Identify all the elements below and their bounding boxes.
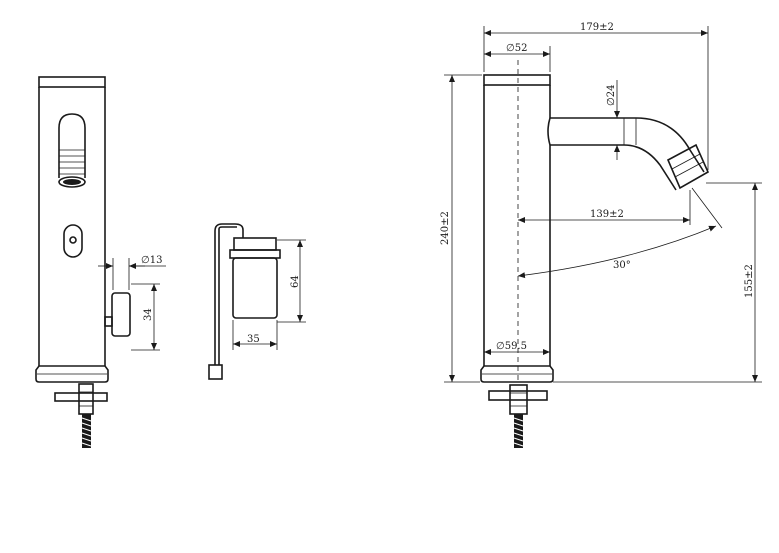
box-cable — [214, 223, 244, 365]
front-base-ring — [35, 365, 109, 383]
dim-handle-length: 34 — [143, 308, 154, 321]
front-body — [38, 87, 106, 366]
box-cap-ring — [229, 249, 281, 259]
front-outlet — [58, 176, 86, 188]
front-fixing-plate — [54, 392, 108, 402]
box-plug — [208, 364, 223, 380]
dim-spout-diameter: ∅24 — [606, 85, 617, 106]
side-body — [483, 85, 551, 366]
side-thread-rod — [514, 414, 523, 448]
box-body — [232, 257, 278, 319]
dim-total-height: 240±2 — [440, 211, 451, 245]
front-view: ∅13 34 — [35, 76, 166, 448]
side-outlet-nozzle — [666, 143, 710, 190]
dim-overall-width: 179±2 — [580, 22, 614, 33]
box-cap — [233, 237, 277, 251]
front-fixing-nut — [78, 383, 94, 415]
side-fixing-plate — [488, 390, 548, 401]
dim-spout-reach: 139±2 — [590, 209, 624, 220]
side-base-ring — [480, 365, 554, 383]
side-view: 179±2 ∅52 ∅24 240±2 139±2 30° 155±2 ∅59.… — [440, 22, 762, 448]
dim-base-diameter: ∅59.5 — [496, 341, 527, 352]
dim-outlet-height: 155±2 — [744, 264, 755, 298]
dim-body-diameter: ∅52 — [506, 43, 527, 54]
front-handle-stem — [104, 316, 113, 327]
dim-box-height: 64 — [290, 275, 301, 288]
control-box-view: 64 35 — [208, 223, 306, 380]
sensor-icon — [63, 224, 83, 258]
dim-box-width: 35 — [247, 334, 260, 345]
dim-spout-angle: 30° — [613, 260, 631, 271]
side-spout-bottom — [550, 144, 677, 191]
side-top-cap — [483, 74, 551, 86]
front-sensor-window — [58, 113, 86, 178]
dim-handle-diameter: ∅13 — [141, 255, 162, 266]
front-handle — [111, 292, 131, 337]
front-top-cap — [38, 76, 106, 88]
front-thread-rod — [82, 414, 91, 448]
